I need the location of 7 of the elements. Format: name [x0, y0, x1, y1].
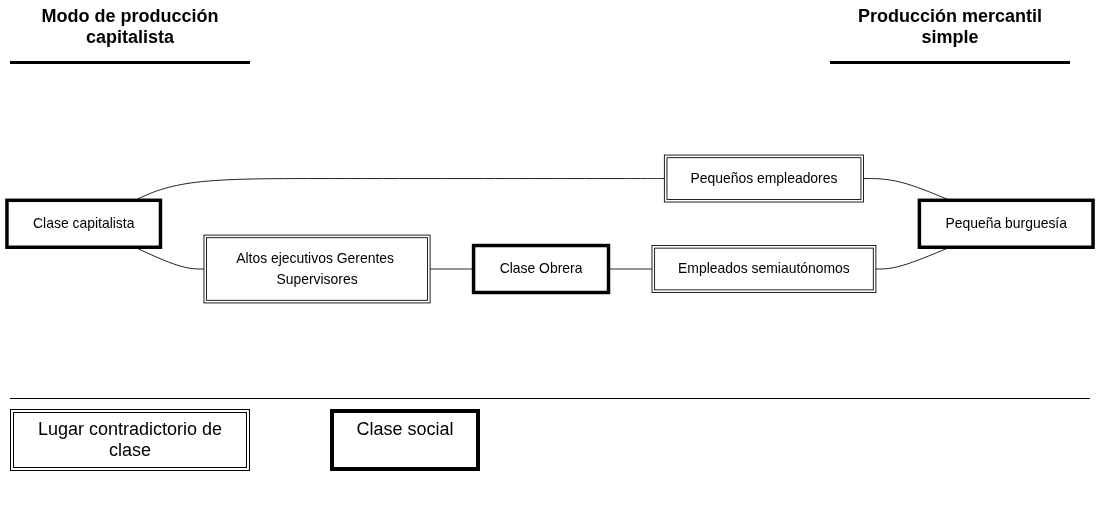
- legend-item: Lugar contradictorio de clase: [10, 409, 250, 471]
- column-heading: Producción mercantil simple: [830, 6, 1070, 64]
- node-box: Clase capitalista: [5, 198, 163, 249]
- column-heading: Modo de producción capitalista: [10, 6, 250, 64]
- node-box: Pequeña burguesía: [917, 198, 1095, 249]
- node-box: Clase Obrera: [471, 243, 611, 295]
- legend-item: Clase social: [330, 409, 480, 471]
